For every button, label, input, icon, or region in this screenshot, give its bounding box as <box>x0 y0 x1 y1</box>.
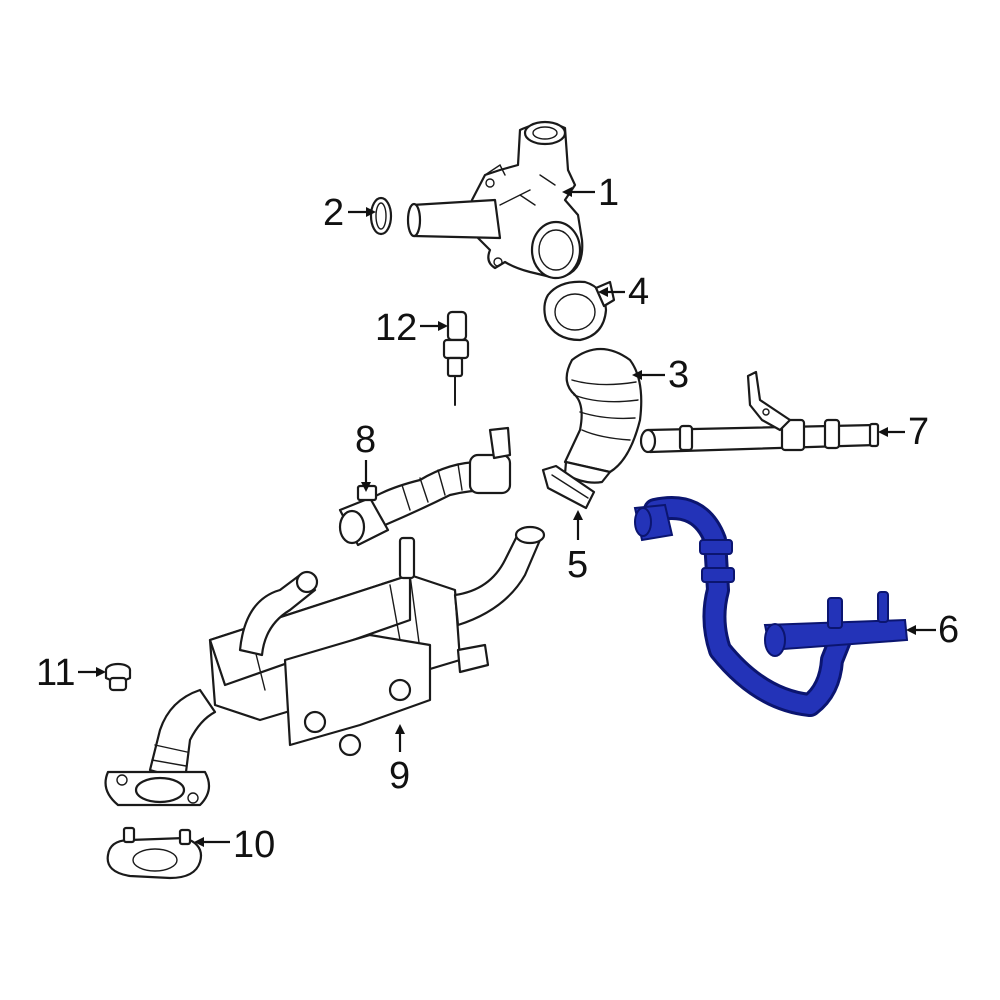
callout-label-7: 7 <box>908 411 929 453</box>
callout-3: 3 <box>632 354 689 396</box>
part-4-hose-clamp[interactable] <box>543 280 616 342</box>
callout-7: 7 <box>878 411 929 453</box>
callout-10: 10 <box>194 824 275 866</box>
callout-11: 11 <box>36 652 106 694</box>
part-12-temperature-sensor[interactable] <box>442 310 470 406</box>
callout-1: 1 <box>562 172 619 214</box>
callout-4: 4 <box>598 271 649 313</box>
callout-label-8: 8 <box>355 419 376 461</box>
part-7-coolant-tube[interactable] <box>639 370 880 454</box>
part-10-gasket[interactable] <box>106 826 203 880</box>
part-9-egr-cooler[interactable] <box>104 525 546 807</box>
callout-8: 8 <box>355 419 376 492</box>
callout-label-11: 11 <box>36 652 75 694</box>
part-2-o-ring[interactable] <box>369 196 393 236</box>
callout-2: 2 <box>323 192 376 234</box>
callout-label-1: 1 <box>598 172 619 214</box>
callout-label-12: 12 <box>375 307 417 349</box>
part-1-thermostat-housing[interactable] <box>406 120 584 280</box>
callout-12: 12 <box>375 307 448 349</box>
callout-label-6: 6 <box>938 609 959 651</box>
callout-label-10: 10 <box>233 824 275 866</box>
callout-label-2: 2 <box>323 192 344 234</box>
callout-label-3: 3 <box>668 354 689 396</box>
callout-label-4: 4 <box>628 271 649 313</box>
callout-label-5: 5 <box>567 544 588 586</box>
callout-5: 5 <box>567 510 588 586</box>
callout-6: 6 <box>906 609 959 651</box>
callout-9: 9 <box>389 724 410 797</box>
part-3-coolant-hose[interactable] <box>563 348 643 484</box>
part-5-hose-clamp[interactable] <box>541 464 596 510</box>
callout-label-9: 9 <box>389 755 410 797</box>
part-6-coolant-hose-highlighted[interactable] <box>633 496 909 717</box>
part-11-plug-bolt[interactable] <box>104 662 132 692</box>
part-8-coolant-hose[interactable] <box>338 426 512 547</box>
